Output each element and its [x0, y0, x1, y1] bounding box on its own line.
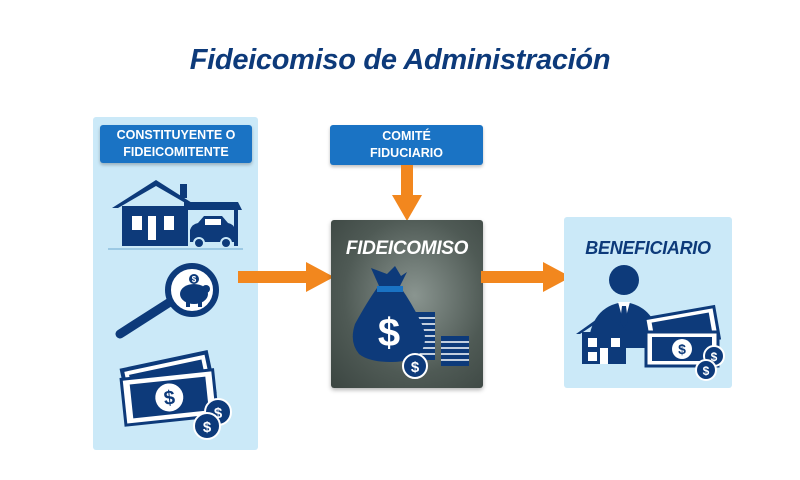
- arrow-right-icon: [481, 262, 571, 292]
- bill-dollar-sign: $: [163, 387, 176, 410]
- magnifier-piggy-bank-icon: $: [115, 263, 219, 339]
- constituyente-label-line1: CONSTITUYENTE O: [116, 128, 236, 142]
- fideicomiso-label: FIDEICOMISO: [345, 238, 469, 259]
- coin-dollar-sign: $: [214, 405, 223, 422]
- coin-dollar-sign: $: [711, 350, 718, 364]
- coin-dollar-sign: $: [192, 275, 197, 284]
- house-car-icon: [108, 180, 243, 250]
- comite-label: COMITÉ FIDUCIARIO: [330, 125, 483, 165]
- bag-dollar-sign: $: [378, 311, 400, 355]
- comite-label-line2: FIDUCIARIO: [370, 146, 443, 160]
- arrow-down-icon: [392, 165, 422, 221]
- money-bag-icon: $ $: [352, 266, 469, 379]
- coin-dollar-sign: $: [703, 364, 710, 378]
- beneficiario-label: BENEFICIARIO: [585, 238, 711, 258]
- comite-label-line1: COMITÉ: [382, 129, 431, 143]
- constituyente-label: CONSTITUYENTE O FIDEICOMITENTE: [100, 125, 252, 163]
- arrow-right-icon: [238, 262, 334, 292]
- businessman-icon: $ $ $: [576, 265, 725, 381]
- bill-dollar-sign: $: [678, 341, 686, 357]
- constituyente-label-line2: FIDEICOMITENTE: [123, 145, 229, 159]
- money-bills-icon: $ $ $: [119, 350, 232, 440]
- coin-dollar-sign: $: [203, 419, 212, 436]
- page-title: Fideicomiso de Administración: [189, 44, 611, 76]
- coin-dollar-sign: $: [411, 359, 420, 376]
